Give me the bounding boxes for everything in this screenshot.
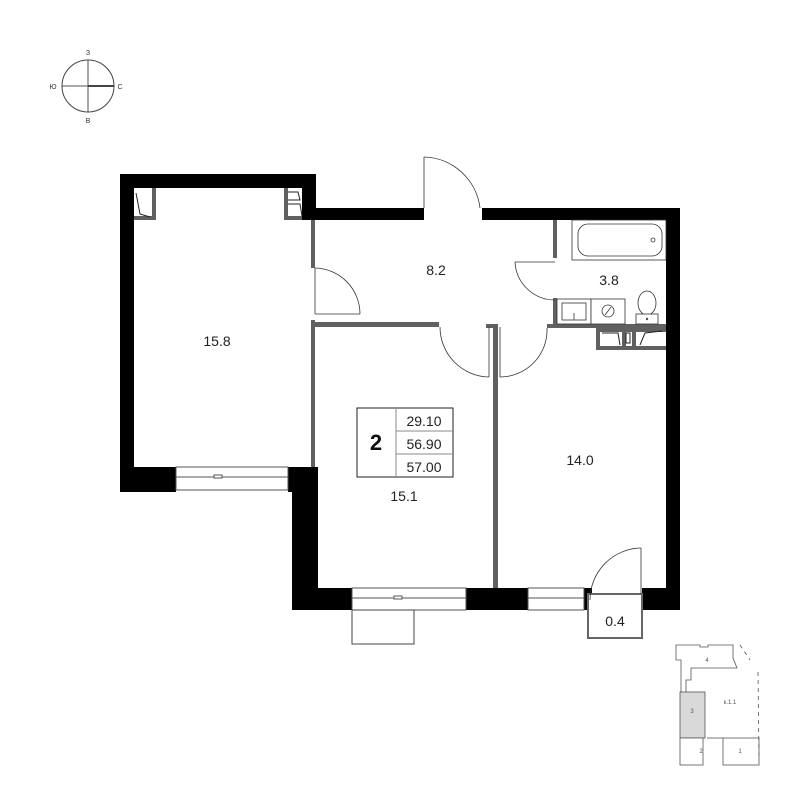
apartment-summary-table: 2 29.10 56.90 57.00: [356, 407, 454, 478]
rooms-count: 2: [370, 430, 382, 455]
total-area-with-balcony-value: 57.00: [406, 459, 441, 475]
site-plan-minimap: 4 3 2 1 к.1.1: [675, 644, 760, 766]
site-section-4-label: 4: [705, 658, 709, 664]
room-area-balcony: 0.4: [605, 613, 625, 629]
room-area-bedroom: 15.8: [203, 333, 230, 349]
bathtub-icon: [577, 223, 663, 257]
site-section-2-label: 2: [699, 749, 703, 755]
toilet-icon: [637, 290, 657, 316]
compass-east-label: С: [117, 84, 122, 91]
section-3-highlight: [679, 691, 706, 739]
living-area-value: 29.10: [406, 413, 441, 429]
section-1-outline: [722, 737, 760, 766]
ac-unit-platform: [351, 609, 415, 645]
room-area-bathroom: 3.8: [599, 272, 619, 288]
compass-icon: З В Ю С: [49, 50, 122, 125]
room-area-living: 15.1: [390, 488, 417, 504]
total-area-value: 56.90: [406, 436, 441, 452]
room-area-kitchen: 14.0: [566, 452, 593, 468]
section-4-outline: [675, 644, 738, 694]
compass-north-label: З: [86, 50, 90, 57]
shaft-details: [135, 191, 663, 346]
compass-west-label: Ю: [49, 84, 56, 91]
room-labels: 15.8 8.2 3.8 15.1 14.0 0.4: [203, 262, 625, 629]
site-building-label: к.1.1: [724, 700, 737, 706]
windows: [175, 466, 585, 611]
compass-south-label: В: [86, 118, 91, 125]
site-section-3-label: 3: [690, 709, 694, 715]
site-section-1-label: 1: [738, 749, 742, 755]
section-2-outline: [679, 737, 704, 766]
outer-walls: [120, 174, 680, 610]
doors: [314, 156, 642, 601]
room-area-hallway: 8.2: [426, 262, 446, 278]
bathroom-fixtures: [556, 219, 667, 325]
balcony: [587, 593, 643, 639]
drain-icon: [650, 237, 656, 243]
inner-walls: [134, 188, 666, 588]
